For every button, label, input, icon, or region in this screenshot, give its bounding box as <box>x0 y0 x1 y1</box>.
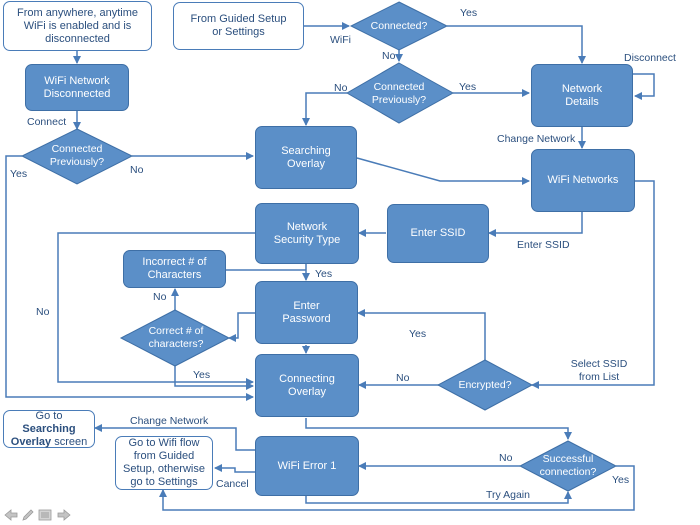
label-enter-ssid: Enter SSID <box>517 239 570 251</box>
guided-setup-node: From Guided Setup or Settings <box>173 2 304 50</box>
decision-correct-chars-label: Correct # of characters? <box>148 325 204 350</box>
edge <box>174 366 254 390</box>
incorrect-chars-node: Incorrect # of Characters <box>123 250 226 288</box>
label-no-incorrect: No <box>153 291 167 303</box>
decision-correct-chars-diamond <box>119 309 231 367</box>
label-no-successful: No <box>499 452 513 464</box>
decision-connected-previously-left-diamond <box>20 128 134 185</box>
label-yes-connected-previously: Yes <box>459 81 477 93</box>
wifi-flow-note-node: Go to Wifi flow from Guided Setup, other… <box>115 436 213 490</box>
label-cancel: Cancel <box>216 478 249 490</box>
decision-encrypted-label: Encrypted? <box>458 378 512 391</box>
label-try-again: Try Again <box>486 489 530 501</box>
goto-searching-node: Go to Searching Overlay screen <box>3 410 95 448</box>
decision-connected-previously-top-diamond <box>345 62 455 124</box>
edge <box>302 92 347 126</box>
edge <box>356 157 530 185</box>
network-details-node: Network Details <box>531 64 633 127</box>
decision-connected-diamond <box>349 1 449 51</box>
label-no-left: No <box>130 164 144 176</box>
decision-connected-label: Connected? <box>370 19 428 32</box>
edge <box>214 464 255 473</box>
edge <box>531 180 655 389</box>
security-type-node: Network Security Type <box>255 203 359 264</box>
wifi-disconnected-node: WiFi Network Disconnected <box>25 64 129 111</box>
label-no-encrypted: No <box>396 372 410 384</box>
label-yes-security: Yes <box>315 268 333 280</box>
decision-connected-previously-top-label: Connected Previously? <box>371 81 427 106</box>
label-no-connected-previously: No <box>334 82 348 94</box>
start-node: From anywhere, anytime WiFi is enabled a… <box>3 1 152 51</box>
label-yes-connected: Yes <box>460 7 478 19</box>
searching-overlay-node: Searching Overlay <box>255 126 357 189</box>
edge <box>305 491 572 504</box>
label-wifi: WiFi <box>330 34 351 46</box>
edge <box>357 309 486 360</box>
wifi-networks-node: WiFi Networks <box>531 149 635 212</box>
goto-suffix: screen <box>51 435 88 448</box>
edge <box>94 424 255 451</box>
goto-prefix: Go to <box>35 409 63 422</box>
decision-successful-diamond <box>518 440 618 492</box>
label-disconnect: Disconnect <box>624 52 676 64</box>
label-select-ssid: Select SSID from List <box>570 358 628 383</box>
edge <box>159 465 635 511</box>
forward-arrow-icon[interactable] <box>57 509 71 521</box>
edge <box>228 312 255 342</box>
decision-encrypted-diamond <box>436 359 534 411</box>
enter-password-node: Enter Password <box>255 281 358 344</box>
edge <box>447 25 586 64</box>
goto-bold: Searching Overlay <box>10 422 76 448</box>
decision-connected-previously-left-label: Connected Previously? <box>49 143 105 168</box>
edge <box>57 232 255 386</box>
goto-text: Go to Searching Overlay screen <box>8 410 90 449</box>
label-no-security: No <box>36 306 50 318</box>
back-arrow-icon[interactable] <box>4 509 18 521</box>
label-yes-successful: Yes <box>612 474 630 486</box>
label-yes-correct: Yes <box>193 369 211 381</box>
label-no-connected: No <box>382 50 396 62</box>
edge <box>488 212 583 237</box>
connecting-overlay-node: Connecting Overlay <box>255 354 359 417</box>
label-change-network-error: Change Network <box>130 415 209 427</box>
label-connect: Connect <box>27 116 67 128</box>
label-change-network-details: Change Network <box>497 133 576 145</box>
decision-successful-label: Successful connection? <box>539 453 597 478</box>
wifi-error-node: WiFi Error 1 <box>255 436 359 496</box>
edge <box>633 73 655 100</box>
edge <box>5 155 254 401</box>
label-yes-left: Yes <box>10 168 28 180</box>
pencil-icon[interactable] <box>21 509 35 521</box>
list-icon[interactable] <box>38 509 52 521</box>
edge <box>305 418 572 440</box>
enter-ssid-node: Enter SSID <box>387 204 489 263</box>
label-yes-encrypted: Yes <box>409 328 427 340</box>
